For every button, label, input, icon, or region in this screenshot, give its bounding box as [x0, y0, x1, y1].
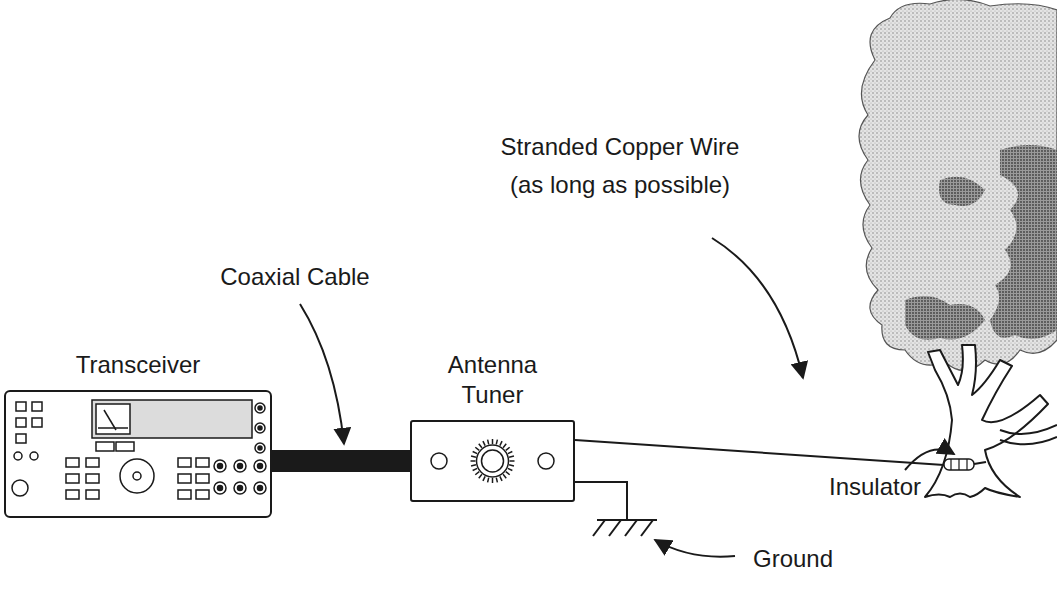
wire-label: Stranded Copper Wire (as long as possibl… — [500, 128, 740, 204]
insulator-label: Insulator — [815, 468, 935, 506]
ground-label: Ground — [738, 540, 848, 578]
coaxial-cable — [272, 450, 410, 472]
transceiver-box-art — [6, 392, 270, 516]
cable-label: Coaxial Cable — [195, 258, 395, 296]
antenna-wire — [575, 440, 944, 465]
insulator — [944, 459, 986, 470]
tuner-box: Antenna Tuner — [410, 420, 575, 502]
ground-symbol — [575, 482, 657, 536]
transceiver-box: Transceiver — [4, 390, 272, 518]
tree — [859, 0, 1057, 497]
node-label: Antenna Tuner — [423, 350, 563, 410]
tuner-box-art — [412, 422, 573, 500]
node-label: Transceiver — [38, 350, 238, 380]
leader-arrows — [300, 238, 954, 557]
